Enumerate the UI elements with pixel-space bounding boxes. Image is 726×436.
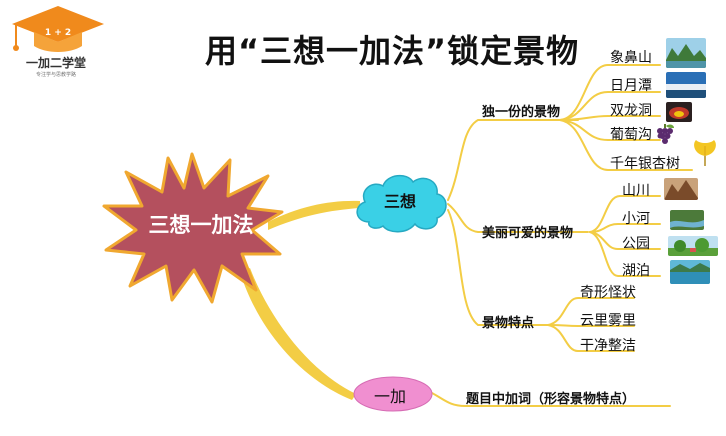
leaf-putaogou: 葡萄沟 bbox=[610, 127, 652, 143]
root-starburst bbox=[102, 152, 284, 304]
logo-slogan: 专注学与思教学路 bbox=[35, 72, 76, 78]
graduation-cap-icon bbox=[12, 6, 104, 52]
yijia-ellipse bbox=[353, 376, 433, 412]
root-node-label: 三想一加法 bbox=[148, 213, 254, 237]
leaf-hubo: 湖泊 bbox=[622, 263, 650, 279]
logo: 1 + 2 bbox=[6, 2, 110, 84]
leaf-xiangbishan: 象鼻山 bbox=[610, 50, 652, 66]
karst-river-photo-icon bbox=[666, 38, 706, 68]
page-title: 用“三想一加法”锁定景物 bbox=[205, 32, 580, 70]
grapes-icon bbox=[654, 122, 676, 148]
lake-sky-photo-icon bbox=[666, 72, 706, 98]
cave-photo-icon bbox=[666, 102, 692, 122]
leaf-ginkgo: 千年银杏树 bbox=[610, 156, 680, 172]
river-photo-icon bbox=[670, 210, 704, 230]
branch-unique-scenery: 独一份的景物 bbox=[482, 105, 561, 120]
mountain-photo-icon bbox=[664, 178, 698, 200]
leaf-gongyuan: 公园 bbox=[622, 236, 650, 252]
sanxiang-node-label: 三想 bbox=[383, 192, 416, 211]
branch-scenery-features: 景物特点 bbox=[482, 316, 535, 331]
logo-badge: 1 + 2 bbox=[44, 28, 72, 38]
branch-lovely-scenery: 美丽可爱的景物 bbox=[482, 226, 574, 241]
leaf-yunliwuli: 云里雾里 bbox=[580, 313, 636, 329]
logo-name: 一加二学堂 bbox=[25, 56, 86, 70]
leaf-shuanglongdong: 双龙洞 bbox=[610, 103, 652, 119]
yijia-node-label: 一加 bbox=[373, 387, 406, 406]
leaf-xiaohe: 小河 bbox=[622, 211, 650, 227]
leaf-riyuetan: 日月潭 bbox=[610, 78, 652, 94]
sanxiang-cloud bbox=[356, 174, 447, 233]
park-photo-icon bbox=[668, 236, 718, 256]
ginkgo-leaf-icon bbox=[690, 138, 720, 168]
leaf-shanchuan: 山川 bbox=[622, 183, 650, 199]
leaf-qixingguaizhuang: 奇形怪状 bbox=[580, 285, 636, 301]
branch-add-words: 题目中加词（形容景物特点） bbox=[466, 392, 636, 407]
leaf-ganjingzhengjie: 干净整洁 bbox=[580, 338, 636, 354]
lake-photo-icon bbox=[670, 260, 710, 284]
